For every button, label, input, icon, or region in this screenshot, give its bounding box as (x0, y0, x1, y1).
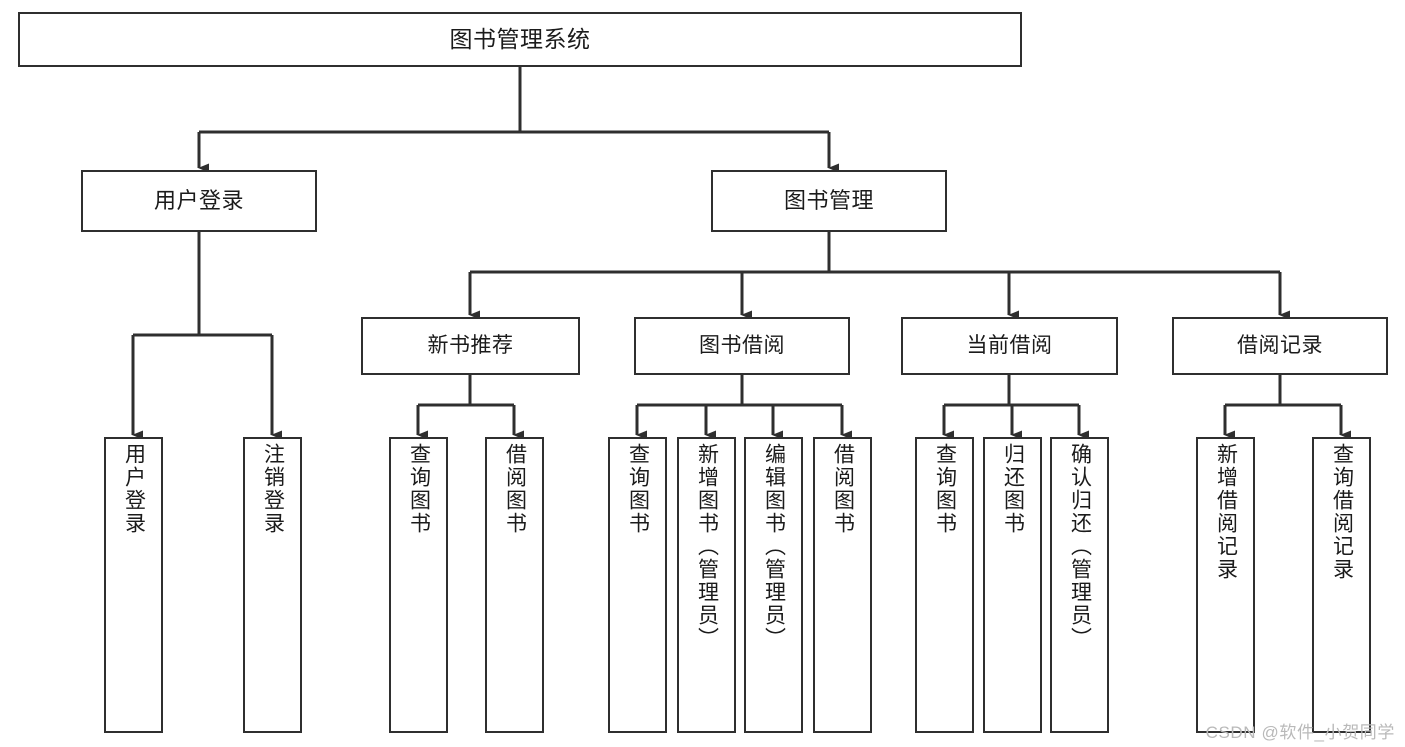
leaf-leaf-query-book-3[interactable]: 查询图书 (915, 437, 974, 733)
leaf-label: 新增图书（管理员） (695, 443, 719, 650)
node-current-borrow[interactable]: 当前借阅 (901, 317, 1118, 375)
leaf-label: 用户登录 (122, 443, 146, 535)
node-label: 图书管理 (783, 188, 874, 214)
node-user-login[interactable]: 用户登录 (81, 170, 317, 232)
node-new-book-recommend[interactable]: 新书推荐 (361, 317, 580, 375)
node-borrow-record[interactable]: 借阅记录 (1172, 317, 1388, 375)
leaf-leaf-user-login[interactable]: 用户登录 (104, 437, 163, 733)
node-label: 当前借阅 (966, 333, 1053, 357)
leaf-leaf-borrow-book-2[interactable]: 借阅图书 (813, 437, 872, 733)
leaf-label: 注销登录 (261, 443, 285, 535)
leaf-leaf-confirm-return[interactable]: 确认归还（管理员） (1050, 437, 1109, 733)
leaf-label: 查询图书 (626, 443, 650, 535)
node-label: 用户登录 (153, 188, 244, 214)
leaf-label: 查询图书 (407, 443, 431, 535)
leaf-leaf-add-record[interactable]: 新增借阅记录 (1196, 437, 1255, 733)
node-book-manage[interactable]: 图书管理 (711, 170, 947, 232)
node-root-label: 图书管理系统 (449, 25, 591, 52)
leaf-leaf-add-book[interactable]: 新增图书（管理员） (677, 437, 736, 733)
leaf-leaf-borrow-book-1[interactable]: 借阅图书 (485, 437, 544, 733)
node-label: 新书推荐 (427, 333, 514, 357)
leaf-leaf-edit-book[interactable]: 编辑图书（管理员） (744, 437, 803, 733)
leaf-label: 借阅图书 (503, 443, 527, 535)
leaf-label: 查询借阅记录 (1330, 443, 1354, 581)
leaf-leaf-return-book[interactable]: 归还图书 (983, 437, 1042, 733)
leaf-label: 新增借阅记录 (1214, 443, 1238, 581)
leaf-label: 确认归还（管理员） (1068, 443, 1092, 650)
leaf-leaf-query-book-1[interactable]: 查询图书 (389, 437, 448, 733)
leaf-label: 借阅图书 (831, 443, 855, 535)
leaf-leaf-query-record[interactable]: 查询借阅记录 (1312, 437, 1371, 733)
leaf-label: 归还图书 (1001, 443, 1025, 535)
node-book-borrow[interactable]: 图书借阅 (634, 317, 850, 375)
connector-arrows (131, 132, 1351, 440)
leaf-leaf-logout[interactable]: 注销登录 (243, 437, 302, 733)
leaf-label: 查询图书 (933, 443, 957, 535)
leaf-leaf-query-book-2[interactable]: 查询图书 (608, 437, 667, 733)
node-label: 图书借阅 (699, 333, 785, 357)
leaf-label: 编辑图书（管理员） (762, 443, 786, 650)
node-root-book-management-system[interactable]: 图书管理系统 (18, 12, 1022, 67)
node-label: 借阅记录 (1237, 333, 1323, 357)
